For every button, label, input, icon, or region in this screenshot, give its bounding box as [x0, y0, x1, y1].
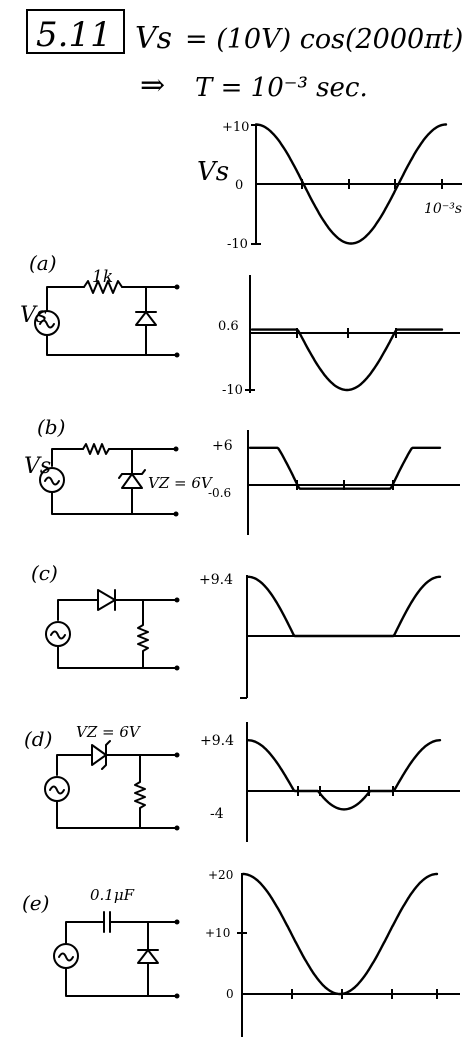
plot-b-y-tick-label: -0.6: [208, 486, 231, 500]
circuit-a-wire: [46, 334, 177, 356]
waveform-c: [246, 575, 442, 638]
waveform-a: [250, 328, 444, 392]
header: 5.11 Vs = (10V) cos(2000πt) ⇒ T = 10⁻³ s…: [26, 9, 463, 103]
sine-wave-icon: [39, 319, 55, 329]
circuit-d-resistor: [134, 754, 146, 829]
circuit-a-wire: [46, 286, 85, 311]
plot-c: +9.4: [199, 572, 460, 699]
implies-arrow: ⇒: [140, 68, 165, 103]
sine-wave-icon: [44, 476, 60, 486]
problem-number-box: [26, 9, 125, 54]
circuit-b-output-terminal: [173, 511, 179, 517]
plot-a-y-tick-label: 0.6: [218, 319, 239, 334]
plot-e: +20 +10 0: [205, 868, 460, 1037]
circuit-e-output-terminal: [174, 919, 180, 925]
circuit-b-source-label: Vs: [24, 454, 51, 479]
reference-x-unit-label: 10⁻³s: [424, 201, 462, 217]
waveform-d: [246, 739, 442, 811]
circuit-c-diode: [97, 589, 116, 611]
circuit-b-output-terminal: [173, 446, 179, 452]
circuit-e-capacitor-label: 0.1μF: [90, 886, 135, 904]
waveform-b: [248, 446, 442, 490]
circuit-e-diode: [137, 921, 159, 997]
reference-y-tick-label: +10: [222, 120, 249, 135]
circuit-d-output-terminal: [174, 752, 180, 758]
plot-b: +6 -0.6: [208, 430, 460, 535]
circuit-d-label: (d): [24, 727, 52, 751]
period-value: T = 10⁻³ sec.: [195, 73, 368, 103]
circuit-a-resistor: [83, 280, 123, 294]
circuit-c-output-terminal: [174, 665, 180, 671]
circuit-e-output-terminal: [174, 993, 180, 999]
waveform-vs: [254, 123, 448, 245]
plot-a-y-tick-label: -10: [222, 383, 243, 398]
circuit-d-wire: [56, 800, 177, 829]
equation-lhs: Vs: [135, 21, 172, 56]
circuit-e: (e) 0.1μF: [22, 886, 180, 999]
circuit-b-resistor: [82, 443, 110, 455]
problem-number: 5.11: [36, 15, 112, 55]
circuit-c-wire: [57, 599, 99, 621]
circuit-a-output-terminal: [174, 352, 180, 358]
circuit-b: (b) Vs VZ = 6V: [24, 415, 214, 517]
circuit-d-zener-label: VZ = 6V: [76, 723, 142, 741]
waveform-e: [241, 872, 439, 996]
equation-rhs: = (10V) cos(2000πt): [185, 24, 463, 55]
plot-e-y-tick-label: +10: [205, 926, 230, 940]
circuit-b-zener-diode: [118, 469, 146, 515]
circuit-b-wire: [51, 491, 176, 515]
circuit-c-label: (c): [31, 561, 58, 585]
circuit-a: (a) 1k Vs: [20, 251, 180, 358]
reference-signal-label: Vs: [197, 157, 229, 187]
plot-d: +9.4 -4: [200, 722, 460, 842]
sine-wave-icon: [58, 952, 74, 962]
circuit-b-zener-label: VZ = 6V: [148, 474, 214, 492]
plot-e-y-tick-label: 0: [226, 987, 234, 1001]
circuit-e-label: (e): [22, 891, 49, 915]
circuit-d-wire: [56, 754, 93, 776]
reference-y-tick-label: 0: [235, 178, 243, 193]
reference-y-tick-label: -10: [227, 237, 248, 252]
circuit-e-capacitor: [65, 911, 177, 944]
plot-d-y-tick-label: +9.4: [200, 733, 234, 749]
circuit-a-output-terminal: [174, 284, 180, 290]
circuit-c-resistor: [137, 599, 149, 669]
circuit-a-label: (a): [29, 251, 57, 275]
circuit-a-source-label: Vs: [20, 303, 47, 328]
reference-plot: +10 0 -10 Vs 10⁻³s: [197, 120, 462, 252]
circuit-d: (d) VZ = 6V: [24, 723, 180, 831]
plot-a: 0.6 -10: [218, 275, 460, 398]
circuit-c: (c): [31, 561, 180, 671]
plot-d-y-tick-label: -4: [210, 806, 224, 822]
plot-c-y-tick-label: +9.4: [199, 572, 233, 588]
circuit-c-wire: [57, 645, 177, 669]
circuit-b-wire: [51, 448, 84, 467]
circuit-b-label: (b): [37, 415, 65, 439]
sine-wave-icon: [49, 785, 65, 795]
plot-e-y-tick-label: +20: [208, 868, 233, 882]
plot-b-y-tick-label: +6: [212, 438, 233, 454]
circuit-a-diode: [135, 311, 157, 356]
sine-wave-icon: [50, 630, 66, 640]
circuit-c-output-terminal: [174, 597, 180, 603]
circuit-d-output-terminal: [174, 825, 180, 831]
circuit-e-wire: [65, 967, 177, 997]
